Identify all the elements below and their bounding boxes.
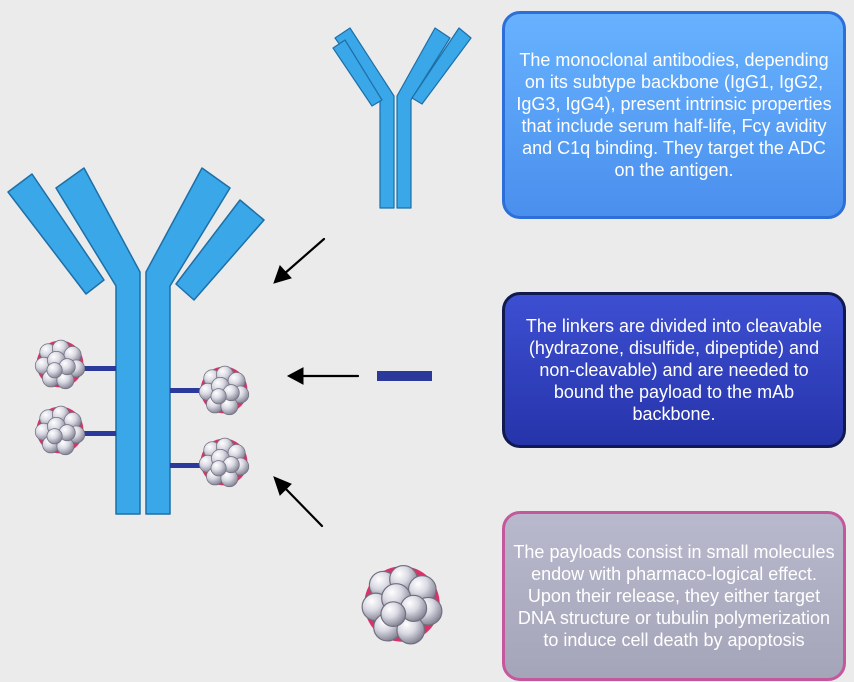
linker-icon bbox=[377, 371, 432, 381]
antibody-small-icon bbox=[332, 27, 472, 209]
arrow-icon bbox=[286, 367, 360, 385]
attached-payloads bbox=[34, 339, 250, 488]
payload-description-box: The payloads consist in small molecules … bbox=[502, 511, 846, 681]
linker-bars bbox=[78, 366, 206, 468]
payload-description-text: The payloads consist in small molecules … bbox=[513, 542, 835, 650]
antibody-large-icon bbox=[7, 167, 265, 515]
arrow-icon bbox=[273, 237, 326, 284]
mab-description-text: The monoclonal antibodies, depending on … bbox=[516, 50, 832, 180]
payload-icon bbox=[361, 564, 443, 645]
linker-description-text: The linkers are divided into cleavable (… bbox=[525, 316, 823, 424]
mab-description-box: The monoclonal antibodies, depending on … bbox=[502, 11, 846, 219]
arrow-icon bbox=[273, 476, 324, 528]
linker-description-box: The linkers are divided into cleavable (… bbox=[502, 292, 846, 448]
